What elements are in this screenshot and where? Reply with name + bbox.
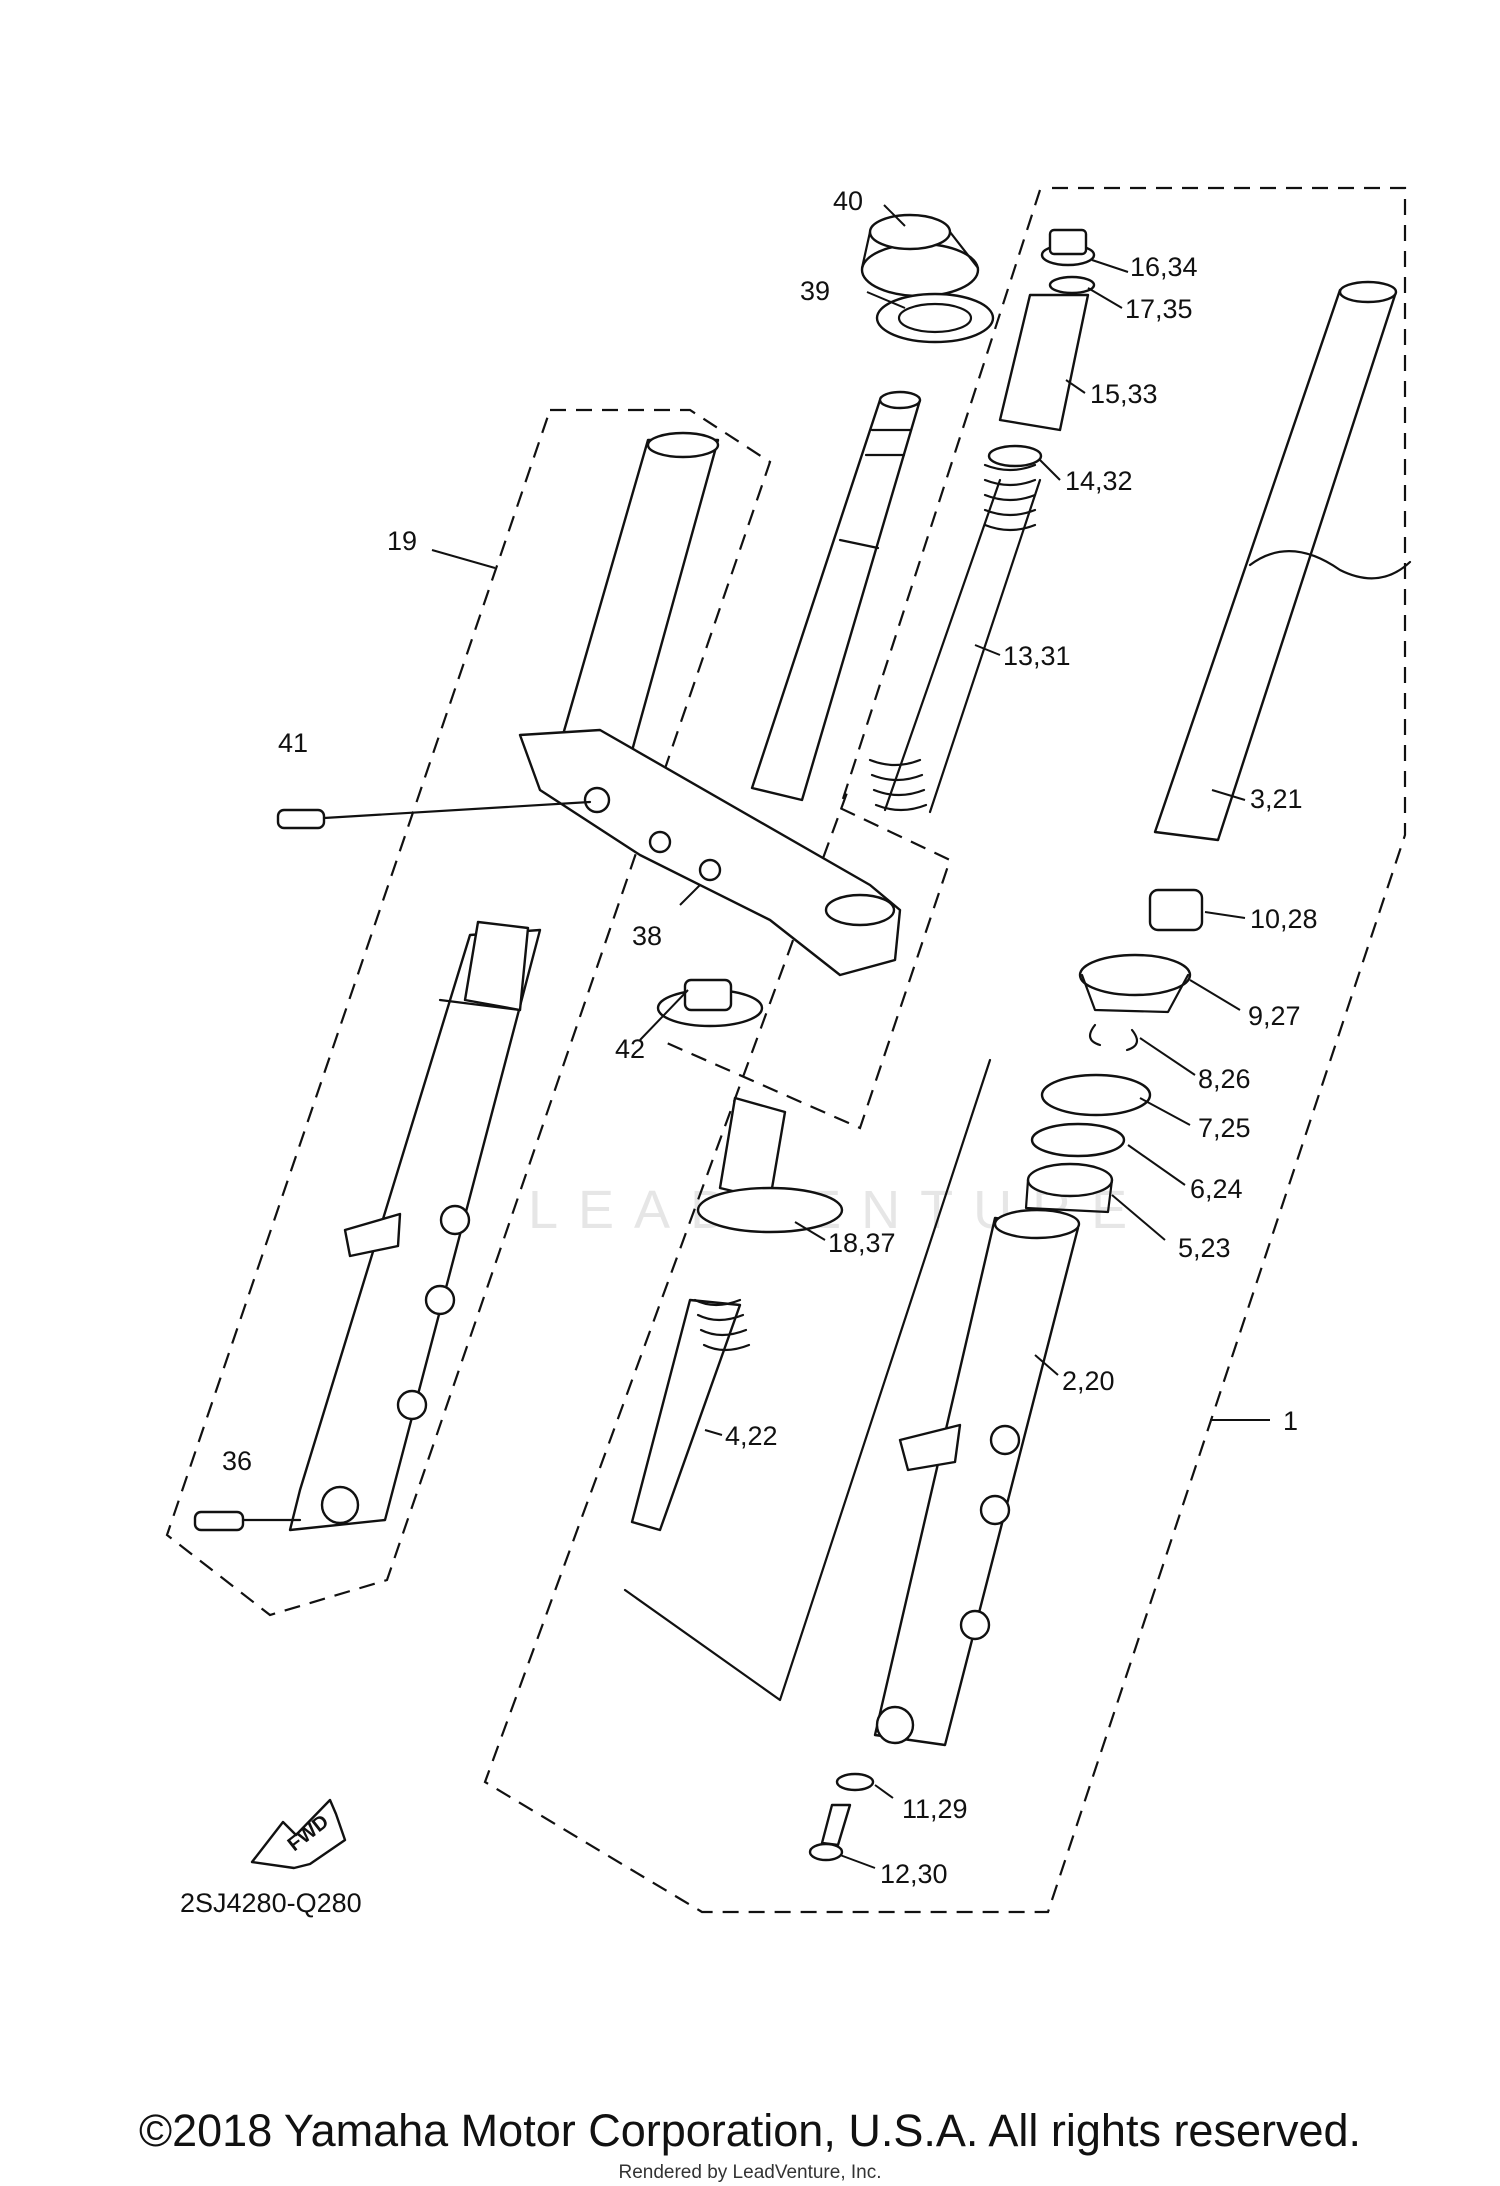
callout-11-29: 11,29 xyxy=(902,1794,968,1824)
part-8-clip xyxy=(1088,1023,1139,1052)
part-2-outer-tube xyxy=(873,1208,1081,1747)
part-9-oil-seal xyxy=(1078,953,1192,1014)
callout-19: 19 xyxy=(387,526,417,556)
group-outline-19 xyxy=(165,408,772,1617)
callout-2-20: 2,20 xyxy=(1062,1366,1115,1396)
copyright-notice: ©2018 Yamaha Motor Corporation, U.S.A. A… xyxy=(138,2105,1362,2156)
callout-5-23: 5,23 xyxy=(1178,1233,1231,1263)
callout-38: 38 xyxy=(632,921,662,951)
part-18-cover xyxy=(696,1096,844,1234)
callout-42: 42 xyxy=(615,1034,645,1064)
callout-40: 40 xyxy=(833,186,863,216)
leader-lines xyxy=(431,204,1270,1869)
callout-6-24: 6,24 xyxy=(1190,1174,1243,1204)
callout-4-22: 4,22 xyxy=(725,1421,778,1451)
callout-15-33: 15,33 xyxy=(1090,379,1158,409)
diagram-code: 2SJ4280-Q280 xyxy=(180,1888,362,1918)
group-outline-steering xyxy=(659,189,1042,1130)
callout-16-34: 16,34 xyxy=(1130,252,1198,282)
left-fork-assembly xyxy=(288,431,720,1532)
part-39-bearing xyxy=(875,292,995,344)
part-40-nut xyxy=(860,213,980,298)
callout-18-37: 18,37 xyxy=(828,1228,896,1258)
part-7-seal xyxy=(1040,1073,1152,1117)
callout-8-26: 8,26 xyxy=(1198,1064,1251,1094)
part-42-nut xyxy=(656,978,764,1028)
callout-17-35: 17,35 xyxy=(1125,294,1193,324)
part-36-bolt xyxy=(193,1510,302,1532)
callout-9-27: 9,27 xyxy=(1248,1001,1301,1031)
callouts: 40 39 16,34 17,35 15,33 14,32 13,31 19 4… xyxy=(222,186,1318,1889)
part-15-spacer xyxy=(998,293,1090,432)
steering-shaft xyxy=(750,390,922,802)
callout-14-32: 14,32 xyxy=(1065,466,1133,496)
part-4-damper-rod xyxy=(630,1298,751,1532)
part-10-bushing xyxy=(1148,888,1204,932)
lower-bracket xyxy=(518,728,902,977)
rendered-by-note: Rendered by LeadVenture, Inc. xyxy=(618,2162,882,2183)
part-12-bolt xyxy=(808,1803,852,1862)
callout-1: 1 xyxy=(1283,1406,1298,1436)
part-5-bushing xyxy=(1024,1162,1114,1214)
callout-36: 36 xyxy=(222,1446,252,1476)
callout-10-28: 10,28 xyxy=(1250,904,1318,934)
callout-12-30: 12,30 xyxy=(880,1859,948,1889)
group-line-4-22 xyxy=(623,1058,992,1702)
part-17-o-ring xyxy=(1048,275,1096,295)
callout-13-31: 13,31 xyxy=(1003,641,1071,671)
callout-41: 41 xyxy=(278,728,308,758)
part-41-bolt xyxy=(276,800,592,830)
part-11-washer xyxy=(835,1772,875,1792)
part-6-washer xyxy=(1030,1122,1126,1158)
part-13-spring xyxy=(868,463,1042,814)
fwd-arrow-icon: FWD xyxy=(250,1798,347,1870)
part-16-cap-bolt xyxy=(1040,228,1096,267)
part-14-washer xyxy=(987,444,1043,468)
callout-7-25: 7,25 xyxy=(1198,1113,1251,1143)
part-3-inner-tube xyxy=(1153,280,1412,842)
callout-3-21: 3,21 xyxy=(1250,784,1303,814)
group-outline-1 xyxy=(483,186,1407,1914)
callout-39: 39 xyxy=(800,276,830,306)
